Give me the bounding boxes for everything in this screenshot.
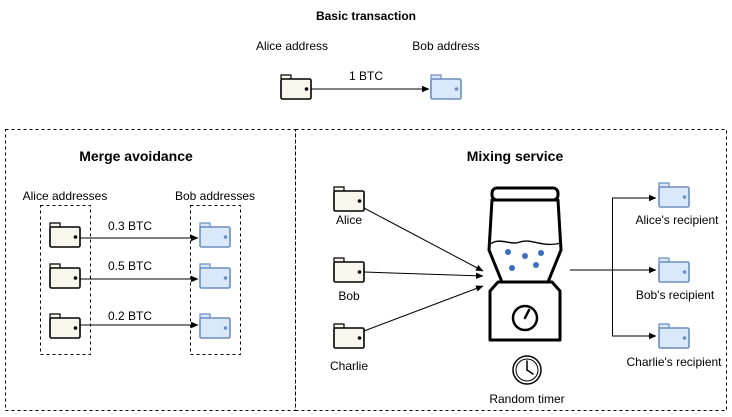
clock-icon [512, 355, 542, 385]
bob-addresses-group [190, 205, 241, 355]
alice-wallet-icon [49, 263, 81, 289]
alice-addresses-group [40, 205, 91, 355]
timer-label: Random timer [489, 392, 564, 406]
alice-wallet-icon [280, 74, 312, 100]
recipient-wallet-icon [658, 182, 690, 208]
alice-wallet-icon [49, 313, 81, 339]
recipient-wallet-icon [658, 323, 690, 349]
bob-wallet-icon [199, 313, 231, 339]
merge-amount: 0.5 BTC [108, 259, 152, 273]
mixing-output-label: Alice's recipient [636, 213, 720, 227]
mixing-title: Mixing service [467, 148, 564, 164]
input-wallet-icon [333, 323, 365, 349]
mixing-input-label: Alice [336, 213, 362, 227]
merge-amount: 0.3 BTC [108, 219, 152, 233]
basic-amount: 1 BTC [349, 69, 383, 83]
mixing-input-label: Bob [338, 289, 360, 303]
mixing-section-frame [295, 129, 727, 411]
blender-icon [487, 186, 563, 342]
merge-section-frame [5, 129, 296, 411]
bob-wallet-icon [199, 263, 231, 289]
mixing-input-arrow [363, 207, 484, 272]
bob-wallet-icon [430, 74, 462, 100]
merge-title: Merge avoidance [79, 148, 193, 164]
mixing-output-label: Bob's recipient [636, 288, 715, 302]
input-wallet-icon [333, 186, 365, 212]
mixing-output-label: Charlie's recipient [627, 355, 723, 369]
mixing-input-arrow [363, 285, 484, 332]
basic-to-label: Bob address [412, 39, 479, 53]
basic-title: Basic transaction [316, 9, 416, 23]
mixing-input-arrow [363, 271, 484, 279]
merge-right-group-label: Bob addresses [175, 189, 255, 203]
merge-amount: 0.2 BTC [108, 309, 152, 323]
alice-wallet-icon [49, 222, 81, 248]
recipient-wallet-icon [658, 257, 690, 283]
mixing-input-label: Charlie [330, 359, 368, 373]
basic-from-label: Alice address [256, 39, 328, 53]
bob-wallet-icon [199, 222, 231, 248]
merge-left-group-label: Alice addresses [23, 189, 108, 203]
input-wallet-icon [333, 257, 365, 283]
